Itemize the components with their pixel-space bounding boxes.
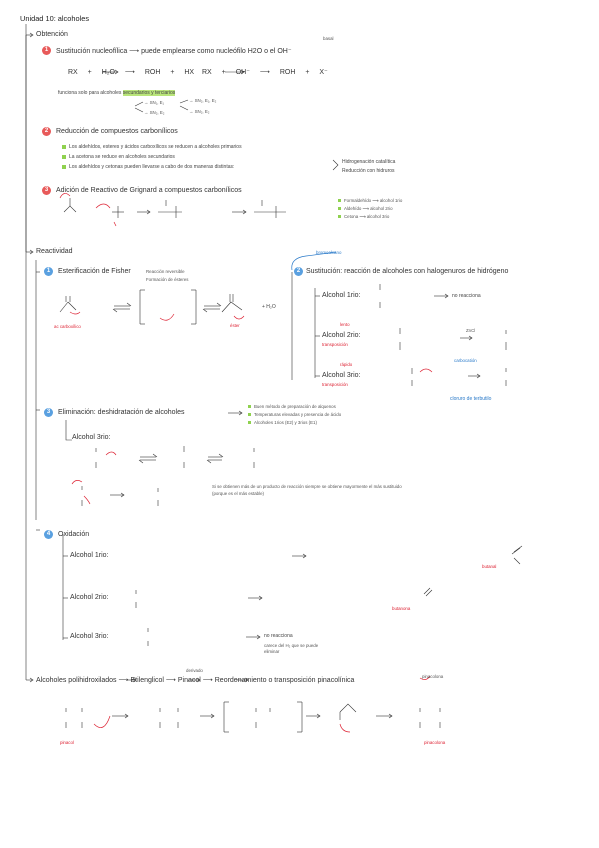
number-badge: 1 [44,267,53,276]
number-badge: 2 [42,127,51,136]
pinacol-label: pinacol [60,740,74,745]
number-badge: 2 [294,267,303,276]
halide-row-label: Alcohol 3rio: [322,372,361,379]
halide-row-label: Alcohol 1rio: [322,292,361,299]
reduction-way: Hidrogenación catalítica [342,159,396,165]
sn-equation-hydroxide: RX + OH⁻ ⟶ ROH + X⁻ [202,69,328,76]
reduction-heading: Reducción de compuestos carbonílicos [56,128,178,135]
grignard-scheme [63,198,286,218]
list-text: Alcoholes 1rios (E2) y 3rios (E1) [254,420,317,425]
fisher-heading: Esterificación de Fisher [58,268,131,275]
elimination-heading: Eliminación: deshidratación de alcoholes [58,409,185,416]
oxidation-heading: Oxidación [58,531,90,538]
bromoalkane-note: bromoalcano [316,250,342,255]
sn-note-highlight: secundarios y terciarios [122,90,176,96]
sn-mechanism-1: → SN₁, E₁ [144,100,165,105]
pinacol-line: Alcoholes polihidroxilados ⟶ Etilenglico… [36,677,355,684]
halide-result: no reacciona [452,293,481,299]
elimination-list-item: Alcoholes 1rios (E2) y 3rios (E1) [248,420,317,425]
reduction-item: Los aldehídos, esteres y ácidos carboxíl… [62,144,242,150]
basal-note: basal [323,36,334,41]
number-badge: 1 [42,46,51,55]
grignard-legend-item: Aldehído ⟶ alcohol 2rio [338,206,393,212]
grignard-legend-item: Cetona ⟶ alcohol 3rio [338,214,389,220]
halide-row-label: Alcohol 2rio: [322,332,361,339]
list-text: Temperaturas elevadas y presencia de áci… [254,412,342,417]
transposition-note: transposición [322,382,348,387]
page-title: Unidad 10: alcoholes [20,14,90,23]
sn-note: funciona solo para alcoholes secundarios… [58,90,176,96]
slow-note: lento [340,322,350,327]
oxidation-row-label: Alcohol 1rio: [70,552,109,559]
sn-heading: Sustitución nucleofílica ⟶ puede emplear… [56,48,292,55]
butanal-label: butanal [482,564,497,569]
sn-mechanism-4: → SN₂, E₂ [189,109,210,114]
sn-note-prefix: funciona solo para alcoholes [58,90,123,96]
oxidation-row-label: Alcohol 3rio: [70,633,109,640]
reduction-way: Reducción con hidruros [342,168,395,174]
list-text: Buen método de preparación de alquenos [254,404,336,409]
transposition-note: transposición [322,342,348,347]
acid-label: ac carboxílico [54,324,81,329]
legend-text: Formaldehído ⟶ alcohol 1rio [344,198,403,203]
grignard-heading: Adición de Reactivo de Grignard a compue… [56,187,242,194]
halide-heading: Sustitución: reacción de alcoholes con h… [306,268,509,275]
fisher-note: Formación de ésteres [146,277,189,282]
reduction-item-text: Los aldehídos y cetonas pueden llevarse … [69,164,235,170]
reduction-item: La acetona se reduce en alcoholes secund… [62,154,175,160]
oxidation-row-label: Alcohol 2rio: [70,594,109,601]
derivative-note: derivado [186,668,203,673]
elimination-row-label: Alcohol 3rio: [72,434,111,441]
elimination-list-item: Temperaturas elevadas y presencia de áci… [248,412,341,417]
section-obtencion: Obtención [36,31,68,38]
grignard-legend-item: Formaldehído ⟶ alcohol 1rio [338,198,402,204]
sn-equation-water: RX + H₂O ⟶ ROH + HX [68,69,195,76]
ester-label: éster [230,323,240,328]
section-reactividad: Reactividad [36,248,73,255]
pinacol-scheme [65,677,441,733]
elimination-list-item: Buen método de preparación de alquenos [248,404,336,409]
legend-text: Aldehído ⟶ alcohol 2rio [344,206,393,211]
fast-note: rápido [340,362,353,367]
reduction-item-text: Los aldehídos, esteres y ácidos carboxíl… [69,144,242,150]
reduction-item-text: La acetona se reduce en alcoholes secund… [69,154,175,160]
butanone-label: butanona [392,606,411,611]
number-badge: 3 [42,186,51,195]
water-product: + H₂O [262,304,276,310]
tert-butyl-chloride-label: cloruro de terbutilo [450,396,492,402]
fisher-note: Reacción reversible [146,269,185,274]
sn-mechanism-2: → SN₂, E₂ [144,110,165,115]
no-reaction: no reacciona [264,633,293,639]
fisher-scheme [59,289,243,325]
elimination-note: Si se obtienen más de un producto de rea… [212,484,402,496]
number-badge: 3 [44,408,53,417]
pinacolone-note: pinacolona [422,674,444,679]
pinacolone-label: pinacolona [424,740,446,745]
sn-mechanism-3: → SN₂, E₁, E₂ [189,98,217,103]
no-reaction-reason: carece del H₂ que se puede eliminar [264,643,319,654]
zncl-catalyst: ZnCl [466,328,476,333]
reduction-item: Los aldehídos y cetonas pueden llevarse … [62,164,234,170]
carbocation-note: carbocatión [454,358,477,363]
legend-text: Cetona ⟶ alcohol 3rio [344,214,390,219]
number-badge: 4 [44,530,53,539]
